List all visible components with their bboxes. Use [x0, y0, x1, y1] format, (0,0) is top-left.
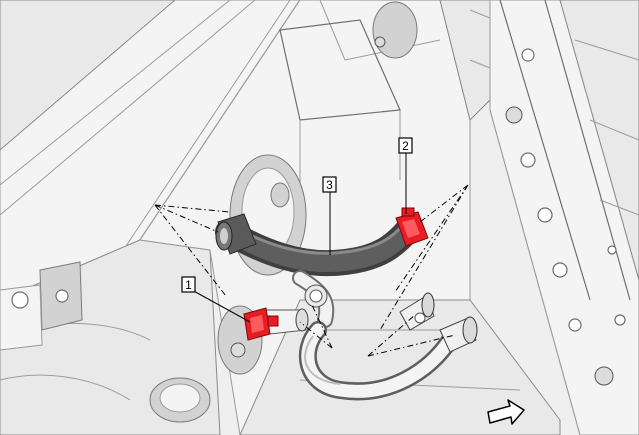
callout-3-label: 3 — [326, 178, 333, 192]
callout-1-label: 1 — [185, 278, 192, 292]
leader-lines — [189, 153, 407, 323]
location-lines — [154, 184, 469, 357]
hose-clamp-1 — [243, 307, 279, 341]
hose-clamp-2 — [395, 207, 429, 247]
callout-2: 2 — [398, 137, 413, 154]
coolant-hose-assembly — [215, 213, 478, 401]
callout-3: 3 — [322, 176, 337, 193]
callout-1: 1 — [181, 276, 196, 293]
front-direction-arrow-icon — [487, 399, 525, 425]
connector-bracket — [0, 261, 83, 351]
callout-2-label: 2 — [402, 139, 409, 153]
